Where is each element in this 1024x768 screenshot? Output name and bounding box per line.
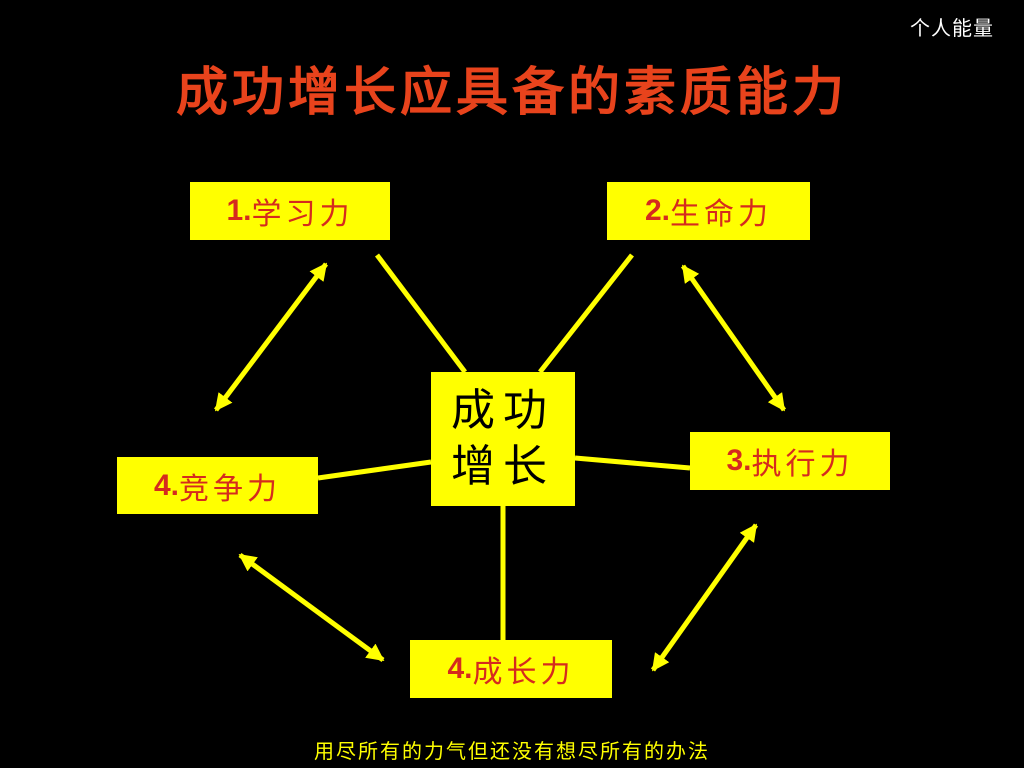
node-learning: 1.学习力 xyxy=(190,182,390,240)
node-execution-label: 执行力 xyxy=(751,447,854,482)
corner-label: 个人能量 xyxy=(910,16,994,40)
page-title: 成功增长应具备的素质能力 xyxy=(175,62,848,123)
node-learning-label: 学习力 xyxy=(251,197,354,232)
center-node: 成功 增长 xyxy=(431,372,575,506)
spoke-to-execution xyxy=(574,455,691,471)
node-growth: 4.成长力 xyxy=(410,640,612,698)
node-learning-number: 1. xyxy=(226,194,252,227)
arrow-learning-competitiveness xyxy=(214,262,328,412)
node-competitiveness-label: 竞争力 xyxy=(179,471,282,507)
node-vitality-label: 生命力 xyxy=(670,197,773,232)
node-vitality: 2.生命力 xyxy=(607,182,810,240)
arrow-execution-growth xyxy=(650,523,759,672)
spoke-to-competitiveness xyxy=(317,459,432,481)
node-competitiveness-number: 4. xyxy=(153,468,180,502)
node-execution-number: 3. xyxy=(726,444,752,477)
center-line-1: 成功 xyxy=(451,385,555,436)
center-line-2: 增长 xyxy=(451,441,555,492)
node-growth-label: 成长力 xyxy=(472,655,575,690)
footer-text: 用尽所有的力气但还没有想尽所有的办法 xyxy=(314,739,710,763)
node-growth-number: 4. xyxy=(447,652,473,685)
arrow-competitiveness-growth xyxy=(238,552,385,663)
node-execution: 3.执行力 xyxy=(690,432,890,490)
spoke-to-vitality xyxy=(538,253,634,374)
arrow-vitality-execution xyxy=(680,264,787,412)
spoke-to-learning xyxy=(375,253,467,374)
node-competitiveness: 4.竞争力 xyxy=(117,457,318,514)
node-vitality-number: 2. xyxy=(644,194,671,227)
